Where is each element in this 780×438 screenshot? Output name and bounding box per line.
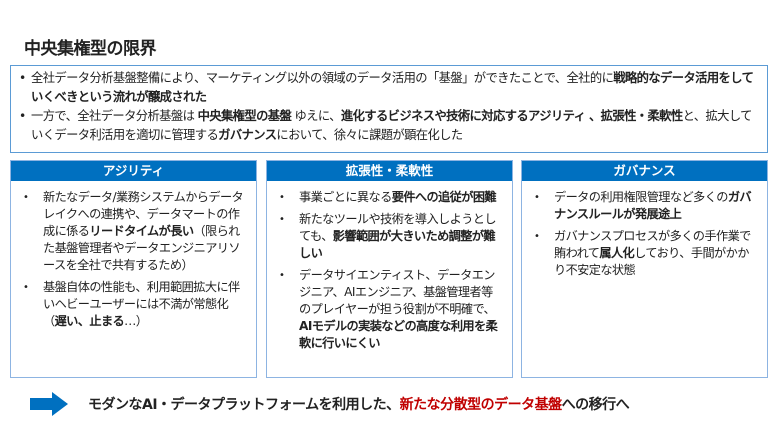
column-agility: アジリティ新たなデータ/業務システムからデータレイクへの連携や、データマートの作… bbox=[10, 160, 257, 378]
column-governance: ガバナンスデータの利用権限管理など多くのガバナンスルールが発展途上ガバナンスプロ… bbox=[521, 160, 768, 378]
bold-text: 遅い、止まる bbox=[54, 314, 125, 328]
bold-text: 中央集権型の基盤 bbox=[197, 109, 292, 123]
list-item: 新たなデータ/業務システムからデータレイクへの連携や、データマートの作成に係るリ… bbox=[21, 189, 246, 274]
text-segment: （限られた基盤管理者やデータエンジニアリソースを全社で共有するため） bbox=[43, 224, 241, 272]
text-segment: 新たなツールや技術を導入しようとしても、 bbox=[299, 212, 497, 243]
column-scalability-flexibility: 拡張性・柔軟性事業ごとに異なる要件への追従が困難新たなツールや技術を導入しようと… bbox=[266, 160, 513, 378]
bold-text: リードタイムが長い bbox=[89, 224, 194, 238]
text-segment: ゆえに、 bbox=[291, 109, 341, 123]
text-segment: において、徐々に課題が顕在化した bbox=[276, 128, 463, 142]
text-segment: 一方で、全社データ分析基盤は bbox=[31, 109, 198, 123]
column-list: 事業ごとに異なる要件への追従が困難新たなツールや技術を導入しようとしても、影響範… bbox=[267, 181, 512, 352]
text-segment: しており、手間がかかり不安定な状態 bbox=[554, 246, 749, 277]
column-header: ガバナンス bbox=[522, 161, 767, 181]
list-item: データの利用権限管理など多くのガバナンスルールが発展途上 bbox=[532, 189, 757, 223]
text-segment: 事業ごとに異なる bbox=[299, 190, 392, 204]
bold-text: 影響範囲が大きいため調整が難しい bbox=[299, 229, 496, 260]
column-list: 新たなデータ/業務システムからデータレイクへの連携や、データマートの作成に係るリ… bbox=[11, 181, 256, 330]
text-segment: データの利用権限管理など多くの bbox=[554, 190, 728, 204]
summary-bullet: 全社データ分析基盤整備により、マーケティング以外の領域のデータ活用の「基盤」がで… bbox=[19, 69, 759, 107]
bold-text: 要件への追従が困難 bbox=[391, 190, 497, 204]
list-item: 新たなツールや技術を導入しようとしても、影響範囲が大きいため調整が難しい bbox=[277, 211, 502, 262]
list-item: ガバナンスプロセスが多くの手作業で賄われて属人化しており、手間がかかり不安定な状… bbox=[532, 228, 757, 279]
bold-text: 属人化 bbox=[599, 246, 635, 260]
summary-box: 全社データ分析基盤整備により、マーケティング以外の領域のデータ活用の「基盤」がで… bbox=[10, 65, 768, 153]
bold-text: ガバナンスルールが発展途上 bbox=[554, 190, 752, 221]
bold-text: 戦略的なデータ活用をしていくべきという流れが醸成された bbox=[31, 71, 754, 104]
text-segment: と、拡大していくデータ利活用を適切に管理する bbox=[31, 109, 752, 142]
text-segment: モダンなAI・データプラットフォームを利用した、 bbox=[88, 397, 400, 413]
list-item: データサイエンティスト、データエンジニア、AIエンジニア、基盤管理者等のプレイヤ… bbox=[277, 267, 502, 352]
text-segment: ガバナンスプロセスが多くの手作業で賄われて bbox=[554, 229, 751, 260]
text-segment: …） bbox=[124, 314, 148, 328]
column-list: データの利用権限管理など多くのガバナンスルールが発展途上ガバナンスプロセスが多く… bbox=[522, 181, 767, 279]
text-segment: データサイエンティスト、データエンジニア、AIエンジニア、基盤管理者等のプレイヤ… bbox=[299, 268, 496, 316]
column-header: 拡張性・柔軟性 bbox=[267, 161, 512, 181]
bold-text: AIモデルの実装などの高度な利用を柔軟に行いにくい bbox=[299, 319, 498, 350]
summary-bullet: 一方で、全社データ分析基盤は 中央集権型の基盤 ゆえに、進化するビジネスや技術に… bbox=[19, 107, 759, 145]
text-segment: への移行へ bbox=[561, 397, 630, 413]
list-item: 基盤自体の性能も、利用範囲拡大に伴いヘビーユーザーには不満が常態化（遅い、止まる… bbox=[21, 279, 246, 330]
text-segment: 基盤自体の性能も、利用範囲拡大に伴いヘビーユーザーには不満が常態化（ bbox=[43, 280, 240, 328]
highlight-text: 新たな分散型のデータ基盤 bbox=[399, 397, 563, 413]
list-item: 事業ごとに異なる要件への追従が困難 bbox=[277, 189, 502, 206]
bold-text: ガバナンス bbox=[218, 128, 277, 142]
conclusion-text: モダンなAI・データプラットフォームを利用した、新たな分散型のデータ基盤への移行… bbox=[88, 394, 630, 414]
column-header: アジリティ bbox=[11, 161, 256, 181]
page-title: 中央集権型の限界 bbox=[24, 39, 157, 59]
text-segment: 全社データ分析基盤整備により、マーケティング以外の領域のデータ活用の「基盤」がで… bbox=[31, 71, 614, 85]
text-segment: 新たなデータ/業務システムからデータレイクへの連携や、データマートの作成に係る bbox=[43, 190, 244, 238]
conclusion: モダンなAI・データプラットフォームを利用した、新たな分散型のデータ基盤への移行… bbox=[30, 392, 630, 416]
bold-text: 進化するビジネスや技術に対応するアジリティ 、拡張性・柔軟性 bbox=[340, 109, 683, 123]
right-arrow-icon bbox=[30, 392, 68, 416]
